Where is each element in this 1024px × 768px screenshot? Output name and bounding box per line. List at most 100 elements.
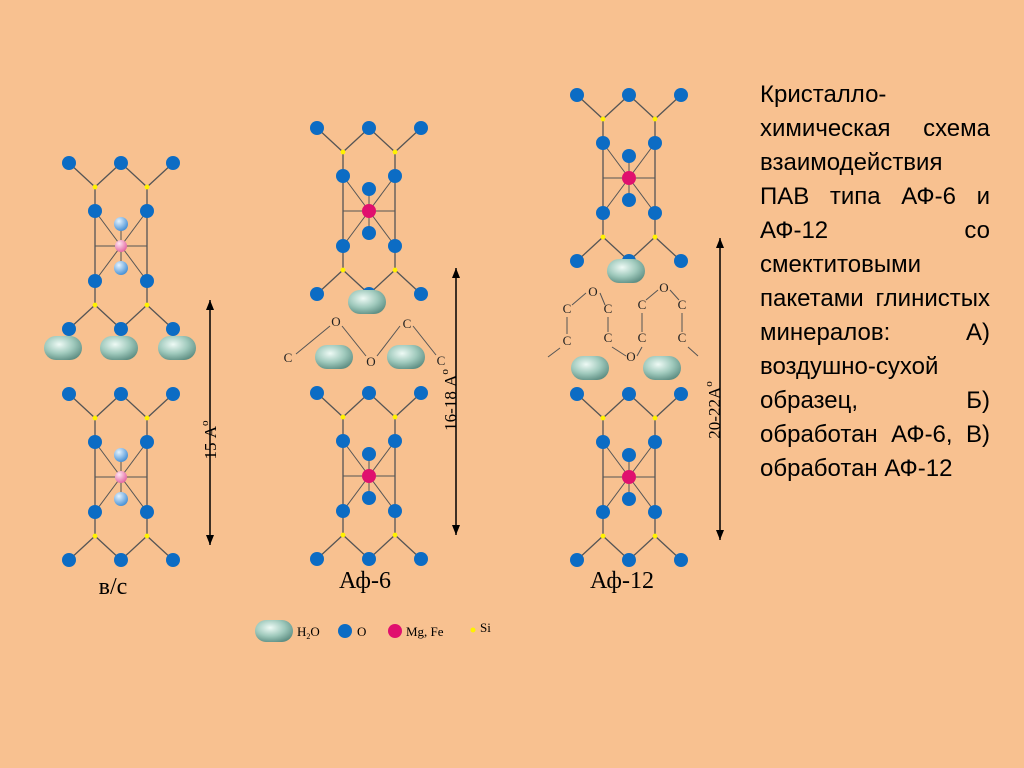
octahedral-bond (342, 210, 370, 247)
oxygen-atom (166, 553, 180, 567)
octahedral-bond (602, 142, 630, 179)
silicon-atom (652, 116, 658, 122)
oxygen-atom (140, 505, 154, 519)
silicon-atom (340, 532, 346, 538)
chain-bond (295, 325, 331, 355)
legend-metal-icon (388, 624, 402, 638)
octahedral-bond (94, 476, 122, 513)
legend-metal-label: Mg, Fe (406, 624, 444, 639)
oxygen-atom (570, 88, 584, 102)
chain-atom-letter: O (626, 349, 635, 364)
water-molecule (643, 356, 681, 380)
spacing-arrows (206, 238, 724, 545)
oxygen-atom (310, 121, 324, 135)
arrow-head-top (452, 268, 460, 278)
water-molecule (348, 290, 386, 314)
oxygen-atom (336, 434, 350, 448)
oxygen-atom (88, 435, 102, 449)
spacing-text: 16-18 А (441, 374, 460, 431)
water-molecule (607, 259, 645, 283)
chain-bond (376, 325, 401, 357)
oxygen-atom (414, 552, 428, 566)
arrow-head-top (206, 300, 214, 310)
arrow-head-bottom (452, 525, 460, 535)
octahedral-bond (94, 245, 122, 282)
octahedral-bond (628, 142, 656, 179)
oxygen-atom (622, 193, 636, 207)
oxygen-atom (114, 553, 128, 567)
silicon-atom (600, 116, 606, 122)
oxygen-atom (596, 435, 610, 449)
oxygen-atom (570, 254, 584, 268)
oxygen-atom (114, 156, 128, 170)
chain-bond (341, 325, 367, 357)
silicon-atom (340, 267, 346, 273)
oxygen-atom (362, 226, 376, 240)
oxygen-atom (62, 322, 76, 336)
silicon-atom (652, 533, 658, 539)
oxygen-atom (570, 553, 584, 567)
oxygen-atom (414, 121, 428, 135)
oxygen-atom (114, 387, 128, 401)
oxygen-atom (622, 553, 636, 567)
chain-bond (571, 292, 587, 306)
silicon-atom (144, 184, 150, 190)
oxygen-atom (674, 387, 688, 401)
oxygen-atom (362, 182, 376, 196)
chain-atom-letter: C (403, 316, 412, 331)
water-molecule (158, 336, 196, 360)
panel-label-af12: Аф-12 (590, 568, 654, 594)
oxygen-atom (570, 387, 584, 401)
oxygen-atom (62, 387, 76, 401)
octahedral-bond (94, 210, 122, 247)
oxygen-atom (88, 274, 102, 288)
oxygen-atom (596, 206, 610, 220)
oxygen-atom (362, 552, 376, 566)
spacing-sup: о (703, 381, 715, 387)
silicon-atom (340, 414, 346, 420)
chain-atom-letter: C (437, 353, 446, 368)
oxygen-atom (88, 204, 102, 218)
silicon-atom (392, 267, 398, 273)
oxygen-atom (88, 505, 102, 519)
silicon-atom (92, 533, 98, 539)
legend: H2O O Mg, Fe Si (255, 620, 491, 642)
silicon-atom (144, 533, 150, 539)
oxygen-atom (166, 156, 180, 170)
spacing-arrow-vs (206, 300, 214, 545)
octahedral-bond (368, 475, 396, 512)
spacing-label-af6: 16-18 Ао (439, 369, 460, 431)
oxygen-atom (336, 169, 350, 183)
arrow-head-bottom (716, 530, 724, 540)
octahedral-bond (628, 441, 656, 478)
chain-atom-letter: C (604, 330, 613, 345)
oxygen-atom (388, 504, 402, 518)
oxygen-atom (310, 386, 324, 400)
chain-atom-letter: C (563, 301, 572, 316)
chain-atom-letter: O (588, 284, 597, 299)
octahedral-bond (602, 476, 630, 513)
silicon-atom (392, 532, 398, 538)
oxygen-atom (114, 448, 128, 462)
silicon-atom (652, 234, 658, 240)
oxygen-atom (622, 149, 636, 163)
oxygen-atom (62, 553, 76, 567)
oxygen-atom (362, 447, 376, 461)
oxygen-atom (336, 504, 350, 518)
chain-atom-letter: C (638, 297, 647, 312)
silicon-atom (392, 149, 398, 155)
chain-bond (412, 325, 437, 356)
oxygen-atom (362, 121, 376, 135)
octahedral-bond (602, 177, 630, 214)
spacing-text: 20-22А (705, 386, 724, 439)
chain-bond (599, 292, 606, 306)
octahedral-bond (342, 175, 370, 212)
oxygen-atom (388, 434, 402, 448)
silicon-atom (600, 533, 606, 539)
chain-bond (611, 346, 627, 357)
octahedral-bond (120, 210, 148, 247)
spacing-label-vs: 15 Ао (199, 420, 220, 460)
spacing-label-af12: 20-22Ао (703, 381, 724, 439)
chain-atom-letter: C (678, 330, 687, 345)
